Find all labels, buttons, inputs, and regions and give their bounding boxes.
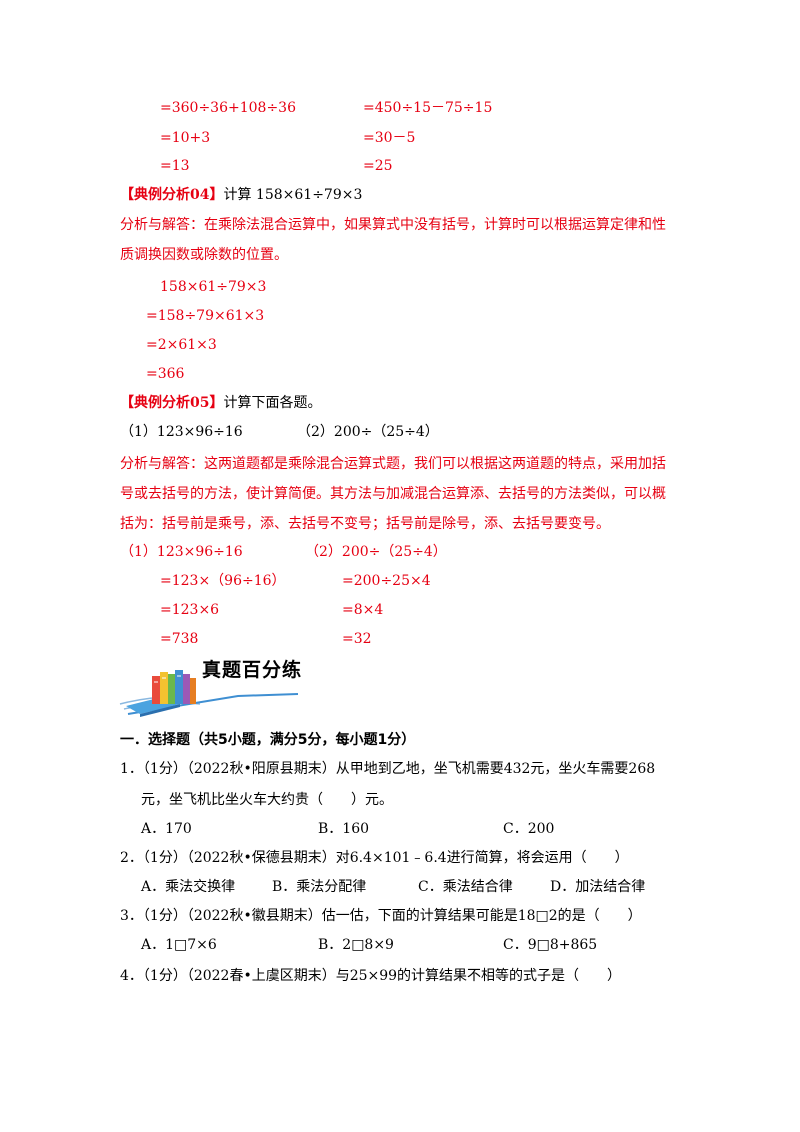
example-question: 计算下面各题。: [223, 395, 322, 411]
calc-step: （2）200÷（25÷4）: [305, 544, 447, 560]
example-05-heading: 【典例分析05】计算下面各题。: [120, 393, 321, 413]
question-line: 1．（1分）（2022秋•阳原县期末）从甲地到乙地，坐飞机需要432元，坐火车需…: [120, 761, 656, 777]
option-a[interactable]: A．170: [141, 821, 192, 837]
option-a[interactable]: A．乘法交换律: [141, 879, 236, 895]
option-b[interactable]: B．160: [318, 821, 370, 837]
books-icon: [119, 670, 299, 717]
example-question: 计算 158×61÷79×3: [223, 187, 363, 203]
calc-step: =450÷15－75÷15: [363, 100, 493, 116]
calc-step: =158÷79×61×3: [146, 308, 265, 324]
banner-title: 真题百分练: [202, 659, 303, 681]
calc-step: =123×（96÷16）: [160, 573, 286, 589]
calc-step: =360÷36+108÷36: [160, 100, 296, 116]
question-line: 4．（1分）（2022春•上虞区期末）与25×99的计算结果不相等的式子是（ ）: [120, 968, 622, 984]
section-title: 一．选择题（共5小题，满分5分，每小题1分）: [120, 732, 416, 748]
option-b[interactable]: B．乘法分配律: [272, 879, 367, 895]
option-b[interactable]: B．2□8×9: [318, 937, 394, 953]
calc-step: =200÷25×4: [342, 573, 431, 589]
analysis-line: 分析与解答：这两道题都是乘除混合运算式题，我们可以根据这两道题的特点，采用加括: [120, 456, 666, 472]
question-line: 元，坐飞机比坐火车大约贵（ ）元。: [141, 792, 393, 808]
analysis-line: 质调换因数或除数的位置。: [120, 247, 288, 263]
example-04-heading: 【典例分析04】计算 158×61÷79×3: [120, 185, 362, 205]
analysis-line: 括为：括号前是乘号，添、去括号不变号；括号前是除号，添、去括号要变号。: [120, 516, 610, 532]
example-05-q1: （1）123×96÷16: [120, 424, 243, 440]
example-tag: 【典例分析05】: [120, 395, 224, 411]
example-05-analysis: 分析与解答：这两道题都是乘除混合运算式题，我们可以根据这两道题的特点，采用加括 …: [120, 449, 680, 539]
calc-step: =30－5: [363, 130, 416, 146]
analysis-line: 号或去括号的方法，使计算简便。其方法与加减混合运算添、去括号的方法类似，可以概: [120, 486, 666, 502]
calc-step: =10+3: [160, 130, 211, 146]
option-c[interactable]: C．200: [503, 821, 555, 837]
calc-step: =123×6: [160, 602, 220, 618]
analysis-line: 分析与解答：在乘除法混合运算中，如果算式中没有括号，计算时可以根据运算定律和性: [120, 217, 666, 233]
option-c[interactable]: C．9□8+865: [503, 937, 598, 953]
option-c[interactable]: C．乘法结合律: [418, 879, 513, 895]
example-04-analysis: 分析与解答：在乘除法混合运算中，如果算式中没有括号，计算时可以根据运算定律和性 …: [120, 210, 680, 270]
calc-step: =2×61×3: [146, 337, 217, 353]
calc-step: =25: [363, 158, 393, 174]
option-d[interactable]: D．加法结合律: [550, 879, 646, 895]
question-line: 3．（1分）（2022秋•徽县期末）估一估，下面的计算结果可能是18□2的是（ …: [120, 908, 642, 924]
calc-step: =366: [146, 366, 185, 382]
example-tag: 【典例分析04】: [120, 187, 224, 203]
calc-step: =32: [342, 631, 372, 647]
option-a[interactable]: A．1□7×6: [141, 937, 217, 953]
calc-step: 158×61÷79×3: [160, 279, 267, 295]
calc-step: =738: [160, 631, 199, 647]
example-05-q2: （2）200÷（25÷4）: [297, 424, 439, 440]
calc-step: （1）123×96÷16: [120, 544, 243, 560]
question-line: 2．（1分）（2022秋•保德县期末）对6.4×101﹣6.4进行简算，将会运用…: [120, 850, 629, 866]
calc-step: =13: [160, 158, 190, 174]
section-banner: 真题百分练: [118, 656, 318, 718]
calc-step: =8×4: [342, 602, 384, 618]
